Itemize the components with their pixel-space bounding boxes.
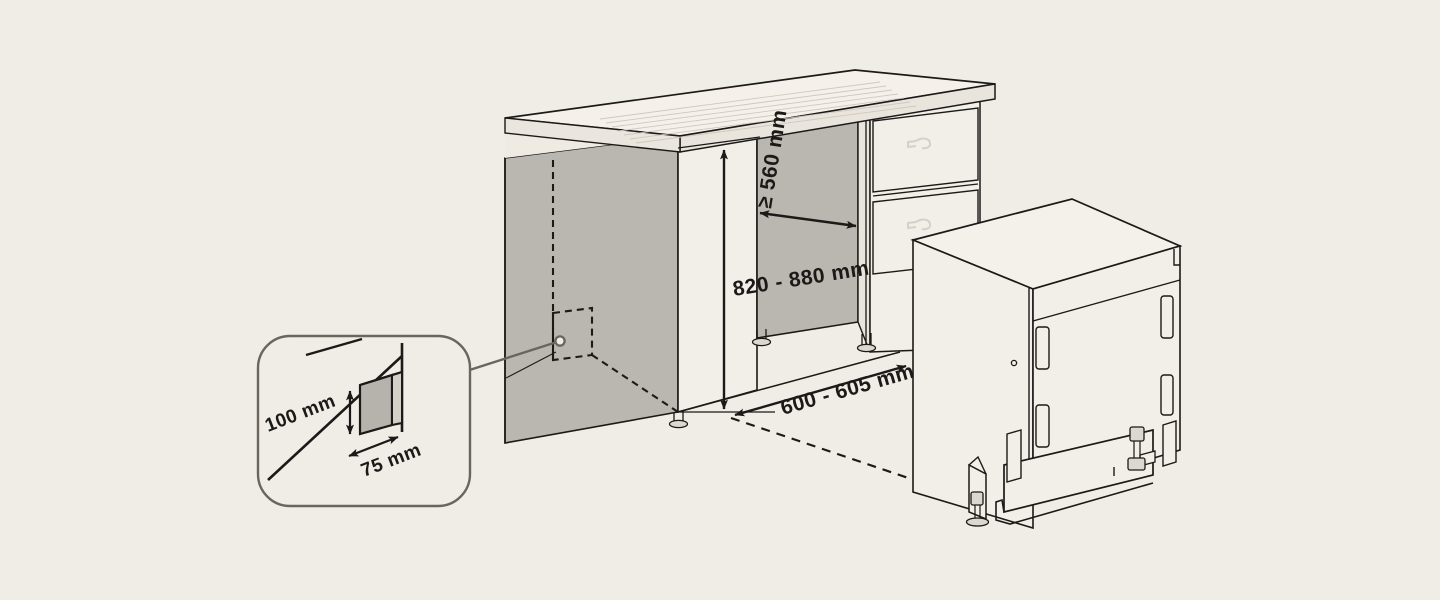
- upper-drawer-gap: [872, 183, 979, 197]
- mounting-slot-lower-left: [1035, 404, 1050, 448]
- drawer-cabinet-inner-edge: [857, 111, 871, 353]
- bracket-left-plate: [1006, 429, 1022, 483]
- dishwasher-mounting-slots: [1035, 295, 1174, 448]
- foot-right-thread: [1133, 441, 1141, 460]
- rear-wall: [504, 135, 679, 444]
- callout-wall-bottom-edge: [267, 355, 403, 481]
- dishwasher-top-right-notch: [1173, 249, 1180, 266]
- center-divider-face: [677, 125, 758, 414]
- bracket-right-plate: [1162, 420, 1177, 467]
- mounting-slot-lower-right: [1160, 374, 1174, 416]
- wall-hatch-tick: [505, 351, 557, 379]
- depth-arrow: [734, 364, 907, 417]
- leveling-foot-right: [856, 333, 877, 353]
- lower-drawer-handle-icon: [907, 218, 932, 231]
- foot-right-upper-nut: [1129, 426, 1145, 442]
- foot-left-pad: [965, 517, 990, 527]
- dishwasher-unit: [910, 198, 1183, 530]
- countertop-hatching: [599, 81, 917, 144]
- rear-wall-face: [504, 135, 679, 444]
- detail-width-arrow: [348, 435, 399, 458]
- cutout-aperture-top: [359, 370, 403, 387]
- leveling-foot-center: [751, 329, 772, 347]
- center-divider-panel: [677, 125, 758, 414]
- dishwasher-screw-hole: [1010, 359, 1018, 367]
- drawer-cabinet: [857, 98, 981, 353]
- mounting-slot-upper-right: [1160, 295, 1174, 339]
- dishwasher-foot-right: [1127, 426, 1146, 471]
- countertop: [504, 69, 996, 158]
- cutout-aperture-depth: [391, 370, 403, 427]
- foot-left-nut: [970, 491, 984, 506]
- upper-drawer-front: [872, 107, 979, 193]
- foot-right-lower-nut: [1127, 457, 1146, 471]
- height-extension-top: [677, 136, 761, 149]
- width-arrow: [759, 210, 857, 229]
- cutout-detail-callout: 100 mm 75 mm: [256, 334, 566, 508]
- base-plinth: [995, 428, 1154, 525]
- countertop-left-edge: [504, 117, 681, 153]
- dishwasher-top-seam: [1032, 279, 1181, 322]
- base-plinth-bottom-edge: [995, 482, 1154, 525]
- dishwasher-left-face: [912, 238, 1034, 530]
- mounting-bracket-right: [1139, 420, 1177, 467]
- cutout-floor-projection: [591, 354, 679, 413]
- upper-drawer-handle-icon: [907, 137, 932, 150]
- callout-wall-top-edge: [305, 337, 363, 357]
- dishwasher-foot-left: [965, 491, 990, 527]
- mounting-slot-upper-left: [1035, 326, 1050, 370]
- bracket-left-fold: [968, 455, 987, 475]
- base-plinth-face: [1003, 428, 1154, 514]
- callout-anchor-dot: [554, 335, 566, 347]
- depth-projection-dashed: [730, 416, 936, 489]
